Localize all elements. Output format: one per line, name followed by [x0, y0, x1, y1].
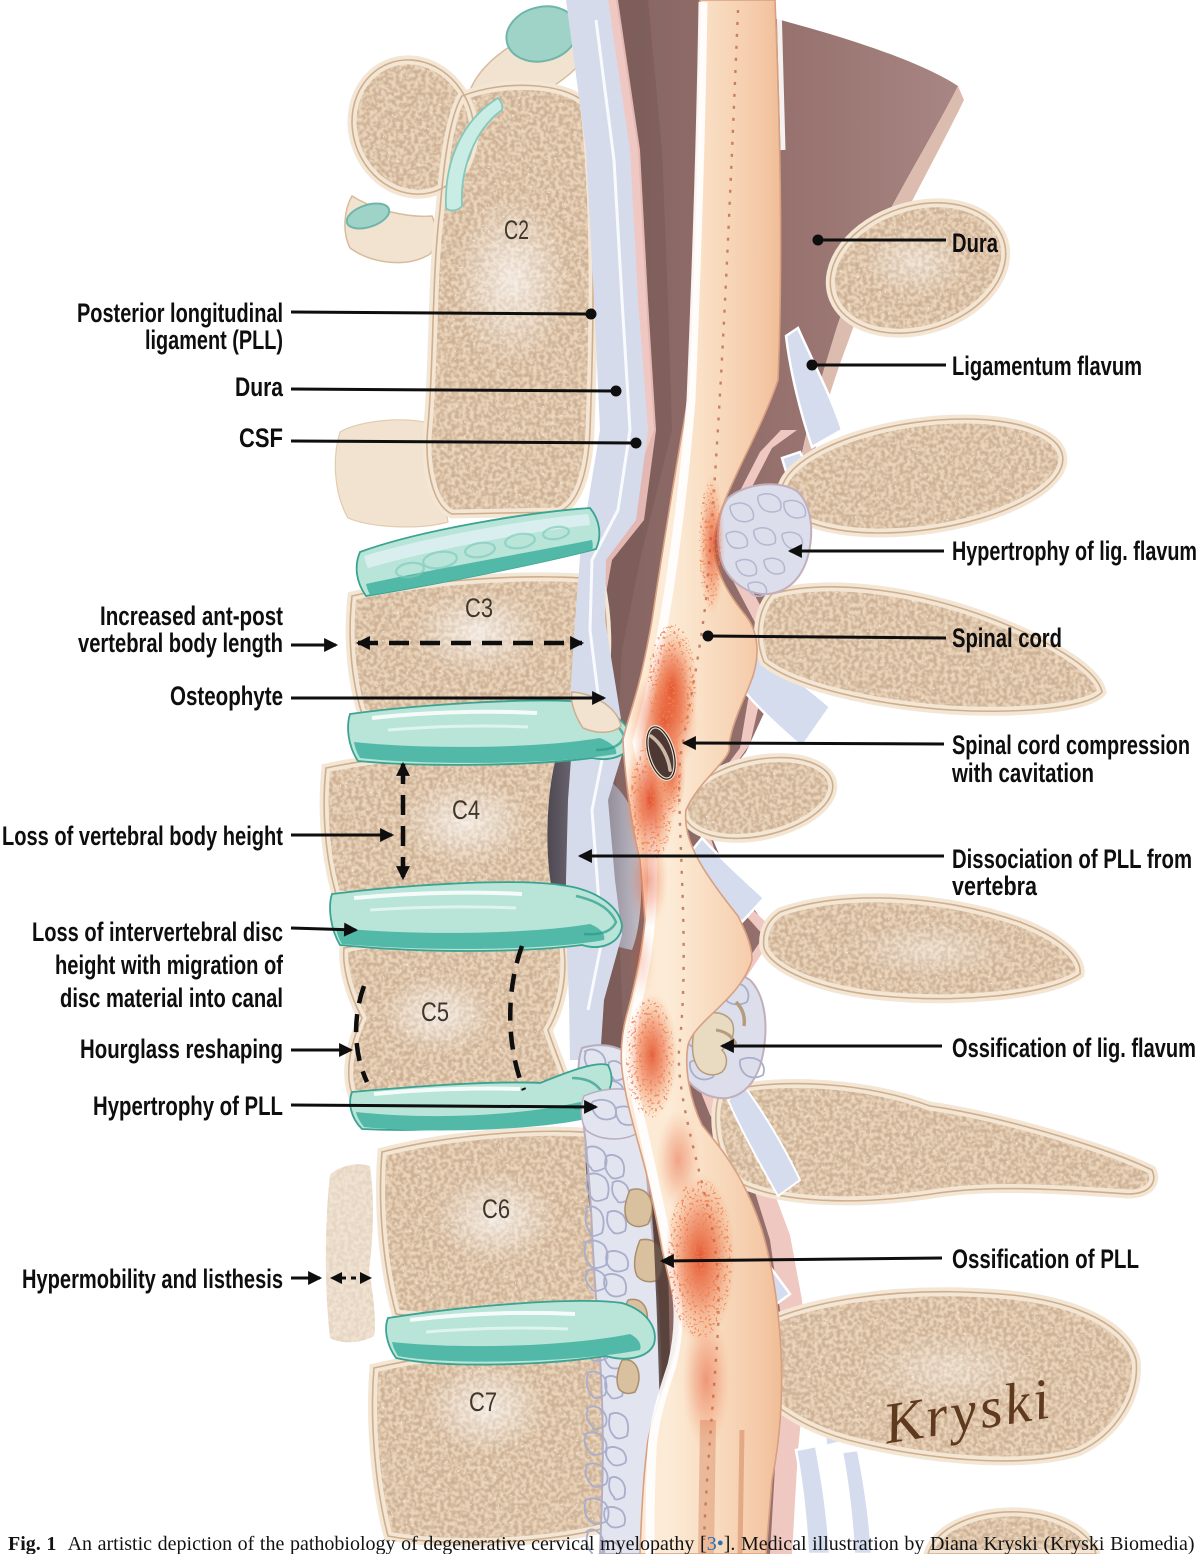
svg-text:C5: C5: [421, 997, 449, 1027]
svg-text:Hypertrophy of lig. flavum: Hypertrophy of lig. flavum: [952, 536, 1197, 566]
svg-text:C3: C3: [465, 593, 493, 623]
svg-text:Posterior longitudinal: Posterior longitudinal: [77, 298, 283, 328]
svg-text:Dura: Dura: [952, 228, 999, 258]
svg-text:vertebra: vertebra: [952, 871, 1038, 901]
svg-text:Ossification of PLL: Ossification of PLL: [952, 1244, 1139, 1274]
svg-text:Loss of intervertebral disc: Loss of intervertebral disc: [32, 917, 283, 947]
svg-text:C6: C6: [482, 1194, 510, 1224]
svg-text:Increased ant-post: Increased ant-post: [100, 601, 283, 631]
svg-text:Osteophyte: Osteophyte: [170, 681, 283, 711]
svg-text:height with migration of: height with migration of: [55, 950, 284, 980]
svg-text:Hourglass reshaping: Hourglass reshaping: [80, 1034, 283, 1064]
svg-text:vertebral body length: vertebral body length: [78, 628, 283, 658]
svg-text:with cavitation: with cavitation: [951, 758, 1094, 788]
svg-text:disc material into canal: disc material into canal: [60, 983, 283, 1013]
svg-text:Dissociation of PLL from: Dissociation of PLL from: [952, 844, 1192, 874]
svg-text:ligament (PLL): ligament (PLL): [145, 325, 283, 355]
svg-text:Hypertrophy of PLL: Hypertrophy of PLL: [93, 1091, 283, 1121]
svg-text:Spinal cord: Spinal cord: [952, 623, 1062, 653]
svg-text:C2: C2: [504, 215, 529, 245]
svg-text:CSF: CSF: [239, 423, 283, 453]
svg-text:Dura: Dura: [235, 372, 284, 402]
svg-text:Spinal cord compression: Spinal cord compression: [952, 730, 1190, 760]
svg-text:Hypermobility and listhesis: Hypermobility and listhesis: [22, 1264, 283, 1294]
svg-text:Ligamentum flavum: Ligamentum flavum: [952, 351, 1142, 381]
svg-text:Loss of vertebral body height: Loss of vertebral body height: [2, 821, 283, 851]
svg-text:C7: C7: [469, 1387, 497, 1417]
svg-text:C4: C4: [452, 795, 480, 825]
svg-text:Ossification of lig. flavum: Ossification of lig. flavum: [952, 1033, 1196, 1063]
